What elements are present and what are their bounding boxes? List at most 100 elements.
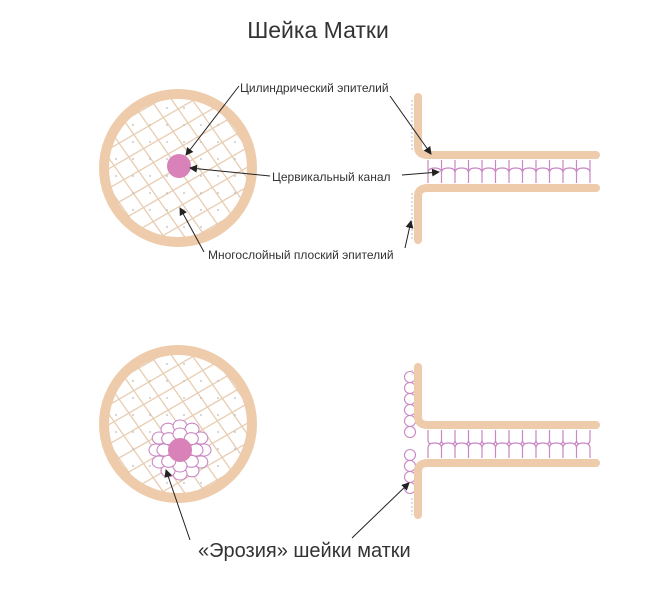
cervical-os-dot [168,438,192,462]
upper-cervical-wall [414,93,600,159]
ectopic-cell [403,414,417,428]
cell-nucleus [166,226,168,228]
cell-nucleus [183,397,185,399]
grid-line [110,118,229,188]
arrow [189,164,271,177]
cell-nucleus [166,107,168,109]
cell-nucleus [234,431,236,433]
cell-nucleus [166,158,168,160]
grid-line [108,157,165,237]
cell-nucleus [183,414,185,416]
cell-nucleus [132,192,134,194]
cell-nucleus [132,175,134,177]
cell-nucleus [166,363,168,365]
cell-nucleus [132,414,134,416]
arrow [164,469,191,541]
grid-line [197,474,227,492]
label-columnar-epithelium: Цилиндрический эпителий [240,81,389,95]
grid-line [170,98,242,199]
cell-nucleus [149,209,151,211]
ectopic-cell [403,370,417,384]
cell-nucleus [166,192,168,194]
grid-line [110,374,229,444]
arrow [351,482,410,539]
cell-nucleus [234,175,236,177]
label-erosion: «Эрозия» шейки матки [198,540,411,562]
arrow [389,95,432,155]
grid-line [127,148,246,218]
grid-line [107,363,215,426]
cell-nucleus [166,397,168,399]
grid-line [129,100,159,118]
cell-nucleus [200,175,202,177]
cell-nucleus [183,124,185,126]
arrow [179,207,205,253]
cell-nucleus [234,414,236,416]
lower-cervical-wall [414,459,600,519]
grid-line [108,413,165,493]
cell-nucleus [217,124,219,126]
grid-line [152,102,232,215]
cell-nucleus [132,380,134,382]
cell-nucleus [200,226,202,228]
label-arrows [179,85,440,253]
grid-line [152,358,232,471]
arrow [185,85,240,156]
arrow [404,220,414,249]
grid-line [197,218,227,236]
cell-nucleus [200,397,202,399]
cell-nucleus [166,482,168,484]
columnar-cells [427,442,591,458]
cell-nucleus [234,448,236,450]
normal-cervix-front-view [99,89,257,247]
cell-nucleus [132,209,134,211]
lower-cervical-wall [414,184,600,244]
grid-line [114,137,186,238]
cell-nucleus [234,141,236,143]
cell-nucleus [217,158,219,160]
diagram-title: Шейка Матки [247,17,389,43]
cell-nucleus [183,363,185,365]
cell-nucleus [149,397,151,399]
grid-line [170,354,242,455]
ectopic-cell [403,470,417,484]
cell-nucleus [183,226,185,228]
cell-nucleus [149,192,151,194]
erosion-cervix-section [403,363,600,519]
cell-nucleus [234,158,236,160]
cell-nucleus [183,107,185,109]
grid-line [124,121,204,234]
cell-nucleus [132,448,134,450]
cell-nucleus [217,397,219,399]
cell-nucleus [149,158,151,160]
grid-line [110,99,195,149]
cell-nucleus [217,414,219,416]
cell-nucleus [217,192,219,194]
cell-nucleus [234,397,236,399]
cell-nucleus [132,431,134,433]
cell-nucleus [149,465,151,467]
cell-nucleus [166,141,168,143]
cell-nucleus [217,141,219,143]
grid-line [107,107,215,170]
cell-nucleus [166,380,168,382]
erosion-cervix-front-view [99,345,257,503]
label-cervical-canal: Цервикальный канал [272,170,391,184]
grid-line [161,443,246,493]
arrow [401,168,440,177]
cell-nucleus [166,175,168,177]
cell-nucleus [115,414,117,416]
grid-line [191,355,248,435]
cell-nucleus [217,448,219,450]
erosion-arrows [164,469,410,541]
cell-nucleus [115,175,117,177]
ectopic-cell [403,481,417,495]
cell-nucleus [132,124,134,126]
grid-line [129,356,159,374]
cell-nucleus [200,209,202,211]
cell-nucleus [200,380,202,382]
cell-nucleus [217,431,219,433]
cell-nucleus [149,141,151,143]
cell-nucleus [217,209,219,211]
grid-line [191,99,248,179]
